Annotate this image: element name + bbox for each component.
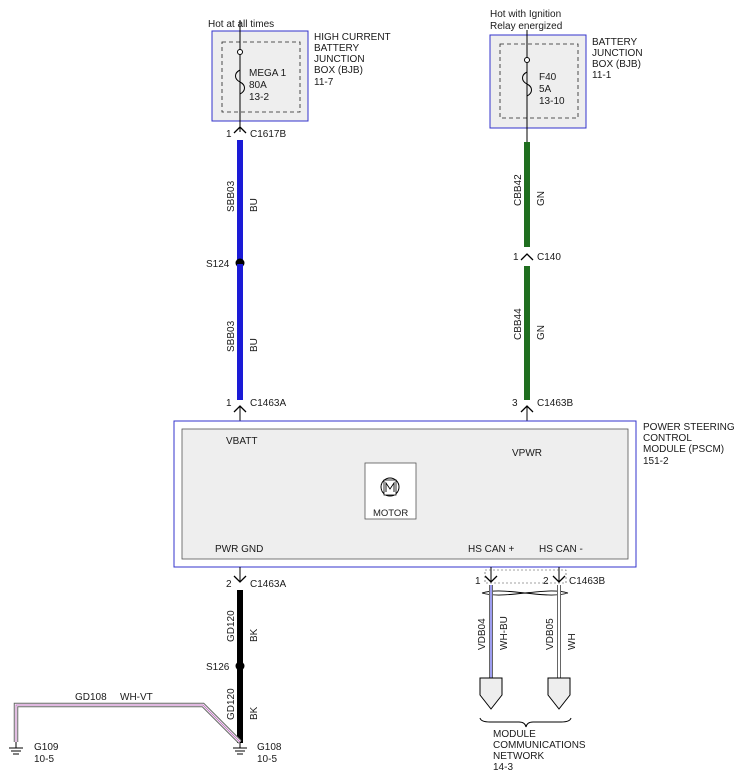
wire-gd120-lower-circuit: GD120 xyxy=(226,688,237,720)
wire-vdb05-color: WH xyxy=(567,633,578,650)
fuse-f40-rating: 5A xyxy=(539,84,552,95)
high-current-bjb-name-line3: JUNCTION xyxy=(314,54,365,65)
c1463a-top-pin: 1 xyxy=(226,398,232,409)
wire-gd108 xyxy=(13,702,242,744)
high-current-bjb-name-line4: BOX (BJB) xyxy=(314,65,363,76)
motor-icon xyxy=(364,462,417,520)
wire-gd108-circuit: GD108 xyxy=(75,692,107,703)
hot-with-ignition-label: Hot with Ignition xyxy=(490,9,561,20)
c1617b-connector-icon xyxy=(233,126,247,134)
relay-energized-label: Relay energized xyxy=(490,21,562,32)
c140-pin: 1 xyxy=(513,252,519,263)
twisted-pair-icon xyxy=(481,590,569,596)
c140-name: C140 xyxy=(537,252,561,263)
wire-gd120-lower-color: BK xyxy=(249,706,260,720)
network-ref: 14-3 xyxy=(493,762,513,773)
fuse-f40-name: F40 xyxy=(539,72,557,83)
pscm-name-line1: POWER STEERING xyxy=(643,422,735,433)
fuse-f40-icon xyxy=(522,71,532,97)
fuse-mega1-ref: 13-2 xyxy=(249,92,269,103)
bjb-name-line2: JUNCTION xyxy=(592,48,643,59)
pscm-pin-vbatt: VBATT xyxy=(226,436,257,447)
bjb-ref: 11-1 xyxy=(592,70,612,81)
c1463b-bottom-shield xyxy=(484,569,567,584)
pscm-pin-hs-can-plus: HS CAN + xyxy=(468,544,515,555)
network-name-line3: NETWORK xyxy=(493,751,544,762)
wire-cbb44-circuit: CBB44 xyxy=(513,308,524,340)
c1463b-bottom-pin1: 1 xyxy=(475,576,481,587)
pscm-pin-pwr-gnd: PWR GND xyxy=(215,544,263,555)
ground-g108-name: G108 xyxy=(257,742,282,753)
ground-g108-ref: 10-5 xyxy=(257,754,277,765)
fuse-mega1-icon xyxy=(235,69,245,95)
c1463a-bottom-name: C1463A xyxy=(250,579,286,590)
network-bracket-icon xyxy=(479,717,572,728)
network-arrow-2-icon xyxy=(547,677,571,710)
fuse-f40-ref: 13-10 xyxy=(539,96,565,107)
c1463a-top-name: C1463A xyxy=(250,398,286,409)
c1463b-bottom-pin2-icon xyxy=(552,575,566,583)
wire-gd120-upper-circuit: GD120 xyxy=(226,610,237,642)
c1463b-bottom-pin2: 2 xyxy=(543,576,549,587)
fuse-mega1-rating: 80A xyxy=(249,80,267,91)
ground-g109-ref: 10-5 xyxy=(34,754,54,765)
pscm-name-line3: MODULE (PSCM) xyxy=(643,444,724,455)
wire-gd120-upper-color: BK xyxy=(249,628,260,642)
c1463b-bottom-name: C1463B xyxy=(569,576,605,587)
c1463a-bottom-connector-icon xyxy=(233,575,247,583)
c1463b-bottom-pin1-icon xyxy=(484,575,498,583)
high-current-bjb-name-line2: BATTERY xyxy=(314,43,360,54)
wire-cbb42-circuit: CBB42 xyxy=(513,174,524,206)
c140-connector-icon xyxy=(520,253,534,261)
fuse-mega1-name: MEGA 1 xyxy=(249,68,287,79)
network-name-line2: COMMUNICATIONS xyxy=(493,740,586,751)
bjb-name-line1: BATTERY xyxy=(592,37,638,48)
pscm-name-line2: CONTROL xyxy=(643,433,692,444)
wire-vdb04-circuit: VDB04 xyxy=(477,618,488,650)
wire-cbb42-color: GN xyxy=(536,191,547,206)
bjb-name-line3: BOX (BJB) xyxy=(592,59,641,70)
wire-sbb03-lower-circuit: SBB03 xyxy=(226,320,237,352)
wire-sbb03-lower-color: BU xyxy=(249,338,260,352)
wire-sbb03-upper-color: BU xyxy=(249,198,260,212)
ground-g109-icon xyxy=(9,742,23,755)
ground-g109-name: G109 xyxy=(34,742,59,753)
high-current-bjb: MEGA 1 80A 13-2 xyxy=(211,20,309,132)
hot-at-all-times-label: Hot at all times xyxy=(208,19,274,30)
wire-vdb05-circuit: VDB05 xyxy=(545,618,556,650)
c1463a-bottom-pin: 2 xyxy=(226,579,232,590)
wire-cbb44-color: GN xyxy=(536,325,547,340)
wire-vdb04-color: WH-BU xyxy=(499,616,510,650)
pscm-ref: 151-2 xyxy=(643,456,669,467)
c1617b-name: C1617B xyxy=(250,129,286,140)
high-current-bjb-ref: 11-7 xyxy=(314,77,334,88)
battery-junction-box: F40 5A 13-10 xyxy=(489,30,587,142)
splice-s124-label: S124 xyxy=(206,259,230,270)
high-current-bjb-name-line1: HIGH CURRENT xyxy=(314,32,391,43)
splice-s126-label: S126 xyxy=(206,662,230,673)
c1463b-top-pin: 3 xyxy=(512,398,518,409)
pscm-pin-vpwr: VPWR xyxy=(512,448,542,459)
pscm-pin-hs-can-minus: HS CAN - xyxy=(539,544,583,555)
c1463b-top-name: C1463B xyxy=(537,398,573,409)
ground-g108-icon xyxy=(233,743,247,755)
wire-sbb03-upper-circuit: SBB03 xyxy=(226,180,237,212)
pscm-module: MOTOR VBATT VPWR PWR GND HS CAN + HS CAN… xyxy=(173,420,637,568)
wire-gd108-color: WH-VT xyxy=(120,692,153,703)
c1617b-pin: 1 xyxy=(226,129,232,140)
pscm-motor-label: MOTOR xyxy=(373,508,408,519)
network-name-line1: MODULE xyxy=(493,729,536,740)
network-arrow-1-icon xyxy=(479,677,503,710)
